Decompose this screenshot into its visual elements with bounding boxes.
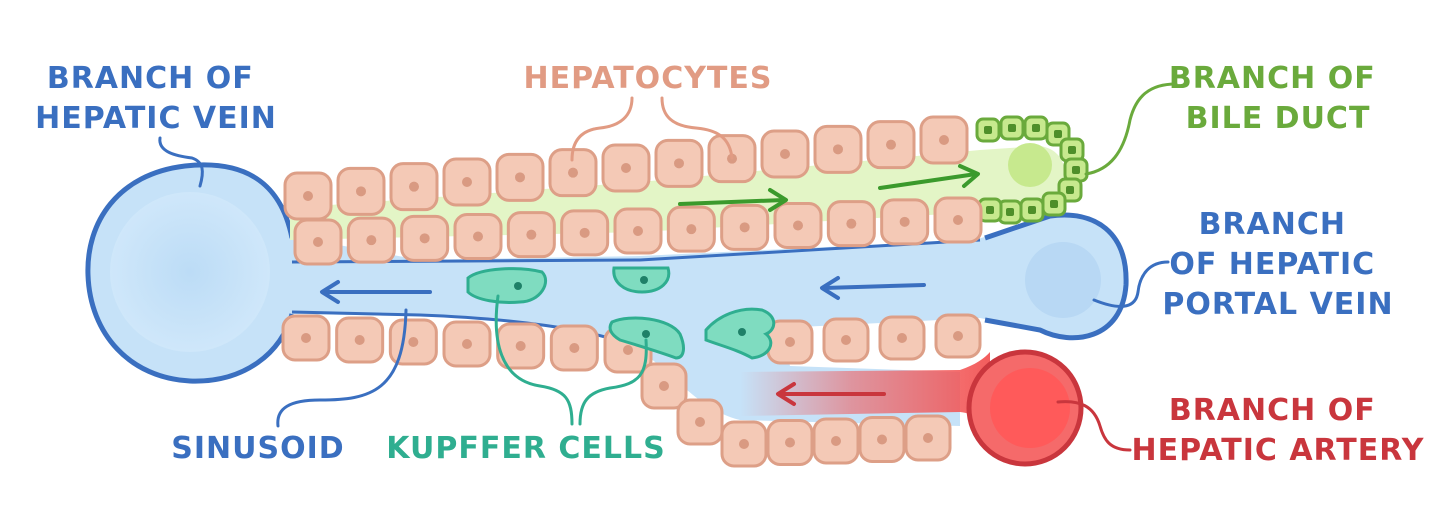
hepatocyte-nucleus <box>899 216 910 227</box>
labels: BRANCH OF HEPATIC VEIN HEPATOCYTES BRANC… <box>35 61 1425 468</box>
hepatic-vein-leader <box>158 136 204 188</box>
sinusoid-leader <box>276 308 408 428</box>
hepatocyte-nucleus <box>739 439 749 449</box>
hepatocyte-nucleus <box>695 417 705 427</box>
bile-duct-cell-nucleus <box>1066 186 1074 194</box>
hepatocyte-nucleus <box>833 144 843 155</box>
hepatic-artery-lumen <box>990 368 1070 448</box>
kupffer-leader <box>578 338 648 426</box>
hepatocyte-nucleus <box>674 158 684 169</box>
hepatocyte-nucleus <box>633 226 643 236</box>
hepatic-artery-branch <box>740 349 1084 467</box>
bile-duct-cell-nucleus <box>1072 166 1080 174</box>
sinusoid-label: SINUSOID <box>171 431 344 466</box>
hepatocytes-label: HEPATOCYTES <box>524 61 773 96</box>
hepatocyte-nucleus <box>623 345 633 355</box>
portal-vein-label: BRANCH OF HEPATIC PORTAL VEIN <box>1162 207 1393 322</box>
hepatocyte-rows <box>281 115 983 468</box>
hepatocytes-leader <box>660 96 734 160</box>
hepatocyte-nucleus <box>303 191 313 201</box>
hepatocyte-nucleus <box>886 139 896 150</box>
kupffer-nucleus <box>642 330 650 338</box>
hepatocyte-nucleus <box>621 163 631 173</box>
hepatocyte-nucleus <box>831 436 841 446</box>
bile-duct-cell-nucleus <box>1054 130 1062 138</box>
kupffer-cell <box>608 316 685 360</box>
portal-vein-outline <box>984 212 1129 341</box>
hepatocyte-nucleus <box>780 149 790 159</box>
flow-arrows <box>320 164 980 406</box>
bile-duct-cell-nucleus <box>1050 200 1058 208</box>
bile-duct-cell-nucleus <box>1028 206 1036 214</box>
bile-duct-lumen <box>1008 143 1052 187</box>
hepatocyte-nucleus <box>313 237 323 247</box>
kupffer-nucleus <box>514 282 522 290</box>
bile-duct-leader <box>1084 82 1178 176</box>
hepatocyte-nucleus <box>785 437 795 448</box>
hepatic-artery-label: BRANCH OF HEPATIC ARTERY <box>1132 393 1425 468</box>
bile-duct-cell-nucleus <box>986 206 994 214</box>
bile-duct-cell-nucleus <box>1032 124 1040 132</box>
hepatocyte-nucleus <box>877 434 887 445</box>
hepatocyte-nucleus <box>354 335 365 345</box>
hepatic-vein-branch <box>87 164 1126 426</box>
bile-flow-arrow <box>678 188 788 212</box>
hepatocyte-nucleus <box>408 337 419 347</box>
hepatic-vein-outline <box>85 162 295 384</box>
hepatocyte-nucleus <box>462 177 472 187</box>
hepatocyte-nucleus <box>785 337 795 347</box>
hepatocyte-nucleus <box>526 229 537 240</box>
hepatocyte-nucleus <box>473 231 483 242</box>
leader-lines <box>158 82 1178 452</box>
bile-duct-cell-nucleus <box>1006 208 1014 216</box>
bile-duct-label: BRANCH OF BILE DUCT <box>1169 61 1387 136</box>
blood-flow-arrow <box>320 280 432 304</box>
hepatocyte-nucleus <box>897 333 907 343</box>
kupffer-leader <box>494 294 574 426</box>
hepatic-artery-leader <box>1056 400 1132 452</box>
bile-duct-cell-nucleus <box>1008 124 1016 132</box>
bile-duct-epithelium <box>975 115 1089 225</box>
bile-duct-cell-nucleus <box>1068 146 1076 154</box>
kupffer-nucleus <box>640 276 648 284</box>
portal-vein-lumen <box>1025 242 1101 318</box>
hepatocyte-nucleus <box>462 339 472 349</box>
hepatocyte-nucleus <box>569 343 580 353</box>
hepatocyte-nucleus <box>846 218 857 229</box>
hepatocyte-nucleus <box>793 220 803 231</box>
portal-vein-leader <box>1092 260 1170 308</box>
arterial-flow-arrow <box>776 382 886 406</box>
hepatocyte-nucleus <box>953 331 963 341</box>
hepatocyte-nucleus <box>686 224 697 235</box>
hepatic-artery-channel <box>740 352 990 428</box>
hepatocyte-nucleus <box>419 233 430 244</box>
hepatocyte-nucleus <box>356 186 366 197</box>
hepatocyte-nucleus <box>841 335 851 345</box>
hepatocyte-nucleus <box>515 172 525 183</box>
hepatocyte-nucleus <box>659 381 669 391</box>
hepatocyte-nucleus <box>923 433 933 443</box>
kupffer-cells <box>466 266 776 360</box>
bile-duct-cell-nucleus <box>984 126 992 134</box>
hepatic-vein-and-sinusoid <box>85 162 1129 426</box>
kupffer-cell <box>466 267 548 304</box>
hepatocyte-nucleus <box>409 181 419 192</box>
blood-flow-arrow <box>820 276 926 300</box>
kupffer-nucleus <box>738 328 746 336</box>
hepatocyte-nucleus <box>366 235 377 246</box>
bile-flow-arrow <box>878 164 980 190</box>
hepatic-vein-label: BRANCH OF HEPATIC VEIN <box>35 61 277 136</box>
hepatocyte-nucleus <box>953 215 963 225</box>
hepatocyte-nucleus <box>739 222 750 233</box>
hepatocyte-nucleus <box>579 227 590 238</box>
hepatocyte-nucleus <box>939 135 949 145</box>
hepatocyte-nucleus <box>568 167 578 178</box>
hepatic-vein-lumen <box>110 192 270 352</box>
hepatocyte-nucleus <box>301 333 311 343</box>
hepatocytes-leader <box>570 96 634 162</box>
kupffer-cells-label: KUPFFER CELLS <box>386 431 665 466</box>
sinusoid-upper-edge <box>291 238 981 264</box>
hepatocyte-nucleus <box>515 341 526 351</box>
